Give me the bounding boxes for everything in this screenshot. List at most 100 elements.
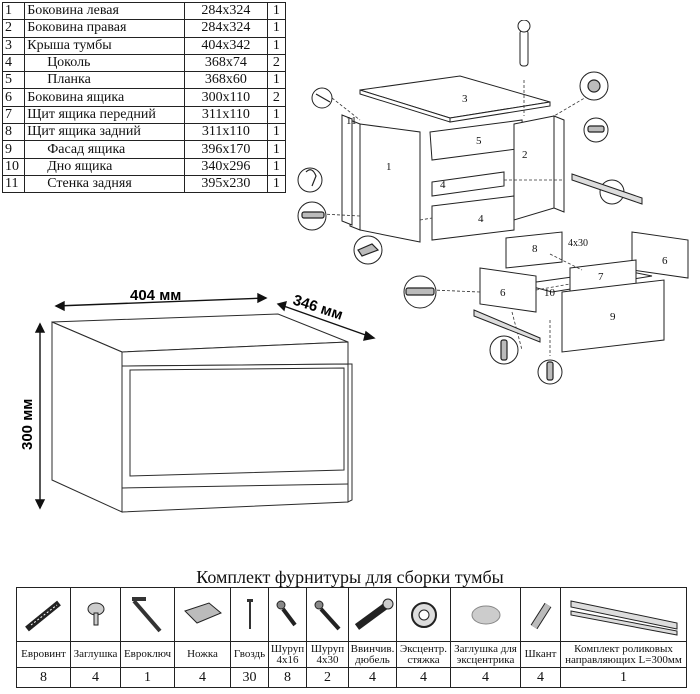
- hardware-quantity: 4: [396, 667, 451, 688]
- hardware-label: Шкант: [520, 641, 561, 668]
- hardware-label: Шуруп 4х16: [268, 641, 307, 668]
- diagram-label-2: 2: [522, 149, 528, 161]
- depth-label: 346 мм: [291, 292, 345, 324]
- part-number: 6: [1, 88, 26, 107]
- panel-3-top: [359, 75, 551, 119]
- panel-6-drawer-side-right: [631, 231, 689, 279]
- part-name: Щит ящика задний: [24, 123, 185, 142]
- part-quantity: 1: [266, 157, 287, 176]
- diagram-label-6b: 6: [500, 287, 506, 299]
- panel-11-back: [341, 114, 353, 226]
- diagram-label-5: 5: [476, 135, 482, 147]
- cam-cap-icon: [451, 600, 520, 630]
- hardware-icon-cell: [174, 587, 231, 642]
- part-number: 1: [1, 1, 26, 21]
- cam-lock-icon: [397, 595, 450, 635]
- part-dimensions: 404х342: [183, 36, 268, 55]
- part-dimensions: 284х324: [183, 19, 268, 38]
- hardware-icon-cell: [70, 587, 121, 642]
- width-dimension-line: [55, 297, 267, 307]
- dowel-icon: [349, 595, 396, 635]
- hardware-icon-cell: [520, 587, 561, 642]
- part-quantity: 1: [266, 105, 287, 125]
- hardware-icon-cell: [396, 587, 451, 642]
- hardware-quantity: 4: [348, 667, 397, 688]
- panel-2-right-side: [513, 115, 555, 221]
- hardware-quantity: 30: [230, 667, 269, 688]
- euro-screw-icon: [17, 595, 70, 635]
- panel-6-drawer-side-left: [479, 267, 537, 313]
- part-quantity: 1: [266, 1, 287, 21]
- hardware-quantity: 8: [16, 667, 71, 688]
- hardware-label: Гвоздь: [230, 641, 269, 668]
- foot-icon: [175, 597, 230, 633]
- height-label: 300 мм: [19, 399, 36, 450]
- hardware-icon-cell: [16, 587, 71, 642]
- hardware-label: Евровинт: [16, 641, 71, 668]
- hardware-kit-title: Комплект фурнитуры для сборки тумбы: [196, 567, 504, 587]
- hardware-quantity: 8: [268, 667, 307, 688]
- panel-8-drawer-back: [505, 231, 563, 269]
- callout-nail-circle: [297, 167, 323, 193]
- panel-4-plinth-upper: [431, 171, 505, 197]
- diagram-label-9: 9: [610, 311, 616, 323]
- hardware-icons-row: [16, 587, 687, 642]
- diagram-note-4x30: 4x30: [568, 238, 588, 249]
- part-name: Боковина правая: [24, 19, 185, 38]
- panel-4-plinth-lower: [431, 195, 515, 241]
- hardware-icon-cell: [450, 587, 521, 642]
- part-name: Цоколь: [24, 53, 185, 73]
- part-dimensions: 284х324: [183, 1, 268, 21]
- part-number: 7: [1, 105, 26, 125]
- width-label: 404 мм: [130, 287, 181, 304]
- hardware-icon-cell: [348, 587, 397, 642]
- exploded-assembly-diagram: 3 1 11 5 2 4 4 8 4x30 6 7 10 6 9: [297, 20, 689, 385]
- diagram-label-4a: 4: [440, 179, 446, 191]
- diagram-label-10: 10: [544, 287, 556, 299]
- part-quantity: 1: [266, 71, 287, 90]
- part-name: Планка: [24, 71, 185, 90]
- part-name: Стенка задняя: [24, 174, 185, 194]
- part-name: Фасад ящика: [24, 140, 185, 159]
- hardware-label: Эксцентр. стяжка: [396, 641, 451, 668]
- hardware-quantity: 4: [520, 667, 561, 688]
- hex-key-icon: [121, 593, 174, 637]
- diagram-label-7: 7: [598, 271, 604, 283]
- diagram-label-4b: 4: [478, 213, 484, 225]
- part-dimensions: 368х60: [183, 71, 268, 90]
- diagram-label-6a: 6: [662, 255, 668, 267]
- diagram-label-11: 11: [346, 115, 357, 127]
- depth-dimension-line: [277, 303, 375, 339]
- render-drawer-facade: [129, 367, 345, 477]
- diagram-label-1: 1: [386, 161, 392, 173]
- hardware-icon-cell: [268, 587, 307, 642]
- part-number: 10: [1, 157, 26, 176]
- hardware-label: Ножка: [174, 641, 231, 668]
- hardware-quantity: 1: [560, 667, 687, 688]
- diagram-label-3: 3: [462, 93, 468, 105]
- part-dimensions: 395х230: [183, 174, 268, 194]
- nightstand-render: 404 мм 346 мм 300 мм: [19, 287, 376, 513]
- hardware-label: Заглушка: [70, 641, 121, 668]
- hardware-icon-cell: [230, 587, 269, 642]
- hardware-label: Заглушка для эксцентрика: [450, 641, 521, 668]
- part-quantity: 1: [266, 140, 287, 159]
- part-dimensions: 311х110: [183, 123, 268, 142]
- render-left-side: [51, 321, 123, 513]
- part-number: 3: [1, 36, 26, 55]
- part-number: 8: [1, 123, 26, 142]
- hardware-quantity: 4: [70, 667, 121, 688]
